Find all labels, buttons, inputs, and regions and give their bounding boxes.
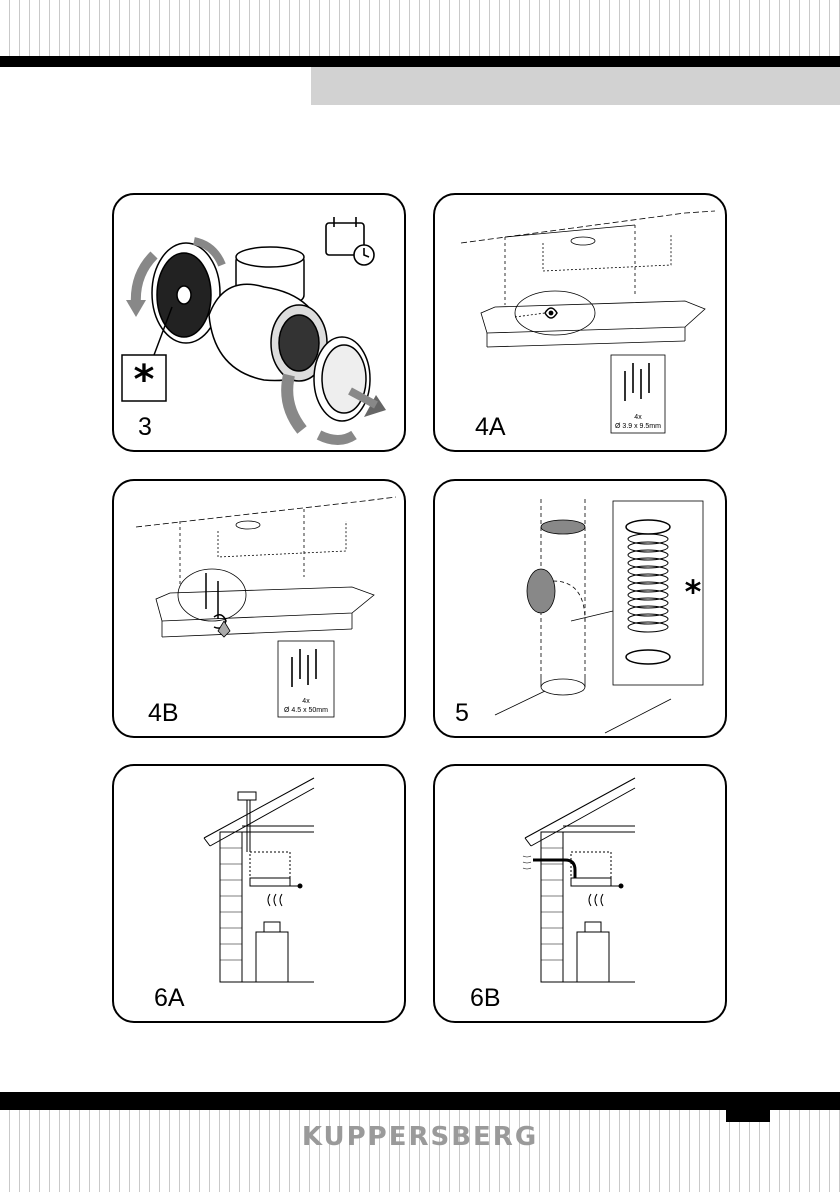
right-carbon-filter	[314, 337, 370, 421]
filter-replacement-illustration: *	[114, 195, 406, 452]
screw-qty: 4x	[302, 698, 310, 705]
calendar-clock-icon	[326, 217, 374, 265]
top-black-bar	[0, 56, 840, 67]
screw-pack-4b: 4x Ø 4.5 x 50mm	[278, 641, 334, 717]
step-5-panel: * 5	[433, 479, 727, 738]
asterisk-icon: *	[685, 573, 702, 611]
screw-qty: 4x	[634, 414, 642, 421]
step-3-panel: * 3	[112, 193, 406, 452]
step-label: 4A	[475, 415, 506, 440]
header-gray-band	[311, 67, 840, 105]
rotation-arrow-left	[136, 255, 154, 305]
step-label: 3	[138, 415, 152, 440]
step-label: 4B	[148, 701, 179, 726]
step-4a-panel: 4x Ø 3.9 x 9.5mm 4A	[433, 193, 727, 452]
page-number-tab	[726, 1108, 770, 1122]
step-6a-panel: 6A	[112, 764, 406, 1023]
step-label: 5	[455, 701, 469, 726]
left-carbon-filter	[152, 243, 220, 343]
asterisk-icon: *	[134, 357, 155, 403]
step-6b-panel: 6B	[433, 764, 727, 1023]
brand-logo: KUPPERSBERG	[0, 1122, 840, 1152]
bottom-black-bar	[0, 1092, 840, 1110]
screw-size: Ø 4.5 x 50mm	[284, 707, 328, 714]
arrow-head-left	[126, 300, 146, 317]
step-label: 6A	[154, 986, 185, 1011]
duct-pipe-illustration: *	[435, 481, 727, 738]
top-stripe-pattern	[0, 0, 840, 56]
screw-pack-4a: 4x Ø 3.9 x 9.5mm	[611, 355, 665, 433]
rotation-arrow-bottom	[287, 375, 302, 430]
fan-motor-body	[209, 247, 327, 381]
step-4b-panel: 4x Ø 4.5 x 50mm 4B	[112, 479, 406, 738]
screw-size: Ø 3.9 x 9.5mm	[615, 423, 661, 430]
step-label: 6B	[470, 986, 501, 1011]
